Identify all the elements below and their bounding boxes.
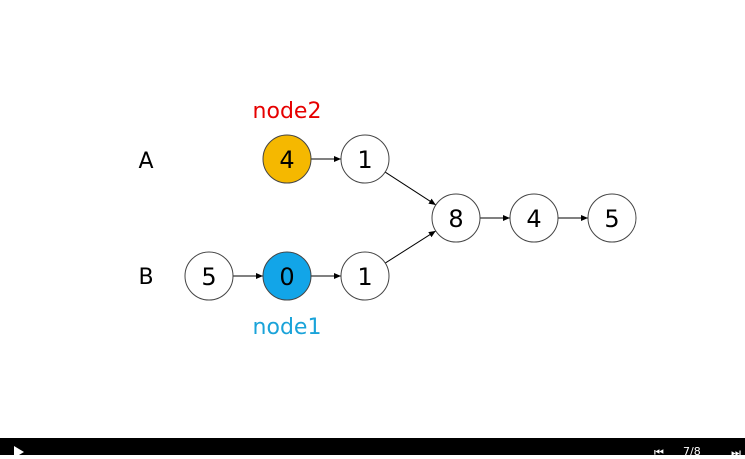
node-circle <box>184 251 234 301</box>
node-value: 5 <box>201 263 216 291</box>
row-label-b: B <box>138 265 153 290</box>
edge-arrow-b2-c0 <box>384 230 437 264</box>
node-c0: 8 <box>431 193 481 243</box>
node-circle <box>340 251 390 301</box>
node-b2: 1 <box>340 251 390 301</box>
node-value: 0 <box>279 263 294 291</box>
node-a0: 4 <box>262 134 312 184</box>
node-value: 4 <box>526 205 541 233</box>
node-circle <box>509 193 559 243</box>
play-icon[interactable] <box>14 446 24 458</box>
node-circle <box>262 251 312 301</box>
node-value: 5 <box>604 205 619 233</box>
row-label-a: A <box>138 149 153 174</box>
node-value: 8 <box>448 205 463 233</box>
edges-layer <box>233 156 588 279</box>
node-b0: 5 <box>184 251 234 301</box>
node-a1: 1 <box>340 134 390 184</box>
node-c2: 5 <box>587 193 637 243</box>
edge-arrow-a1-c0 <box>384 171 437 206</box>
node-circle <box>431 193 481 243</box>
next-slide-icon[interactable]: ⏭ <box>731 446 741 459</box>
pointer-label-node2: node2 <box>253 99 322 124</box>
linked-list-diagram: A B node2 node1 4 1 5 0 1 8 4 <box>138 99 637 340</box>
node-circle <box>262 134 312 184</box>
node-circle <box>340 134 390 184</box>
node-value: 4 <box>279 146 294 174</box>
node-circle <box>587 193 637 243</box>
pointer-label-node1: node1 <box>253 315 322 340</box>
player-control-bar: ⏮ 7/8 ⏭ <box>0 438 745 459</box>
node-c1: 4 <box>509 193 559 243</box>
node-value: 1 <box>357 263 372 291</box>
previous-slide-icon[interactable]: ⏮ <box>654 446 664 459</box>
slide-counter: 7/8 <box>683 445 701 458</box>
node-value: 1 <box>357 146 372 174</box>
node-b1: 0 <box>262 251 312 301</box>
